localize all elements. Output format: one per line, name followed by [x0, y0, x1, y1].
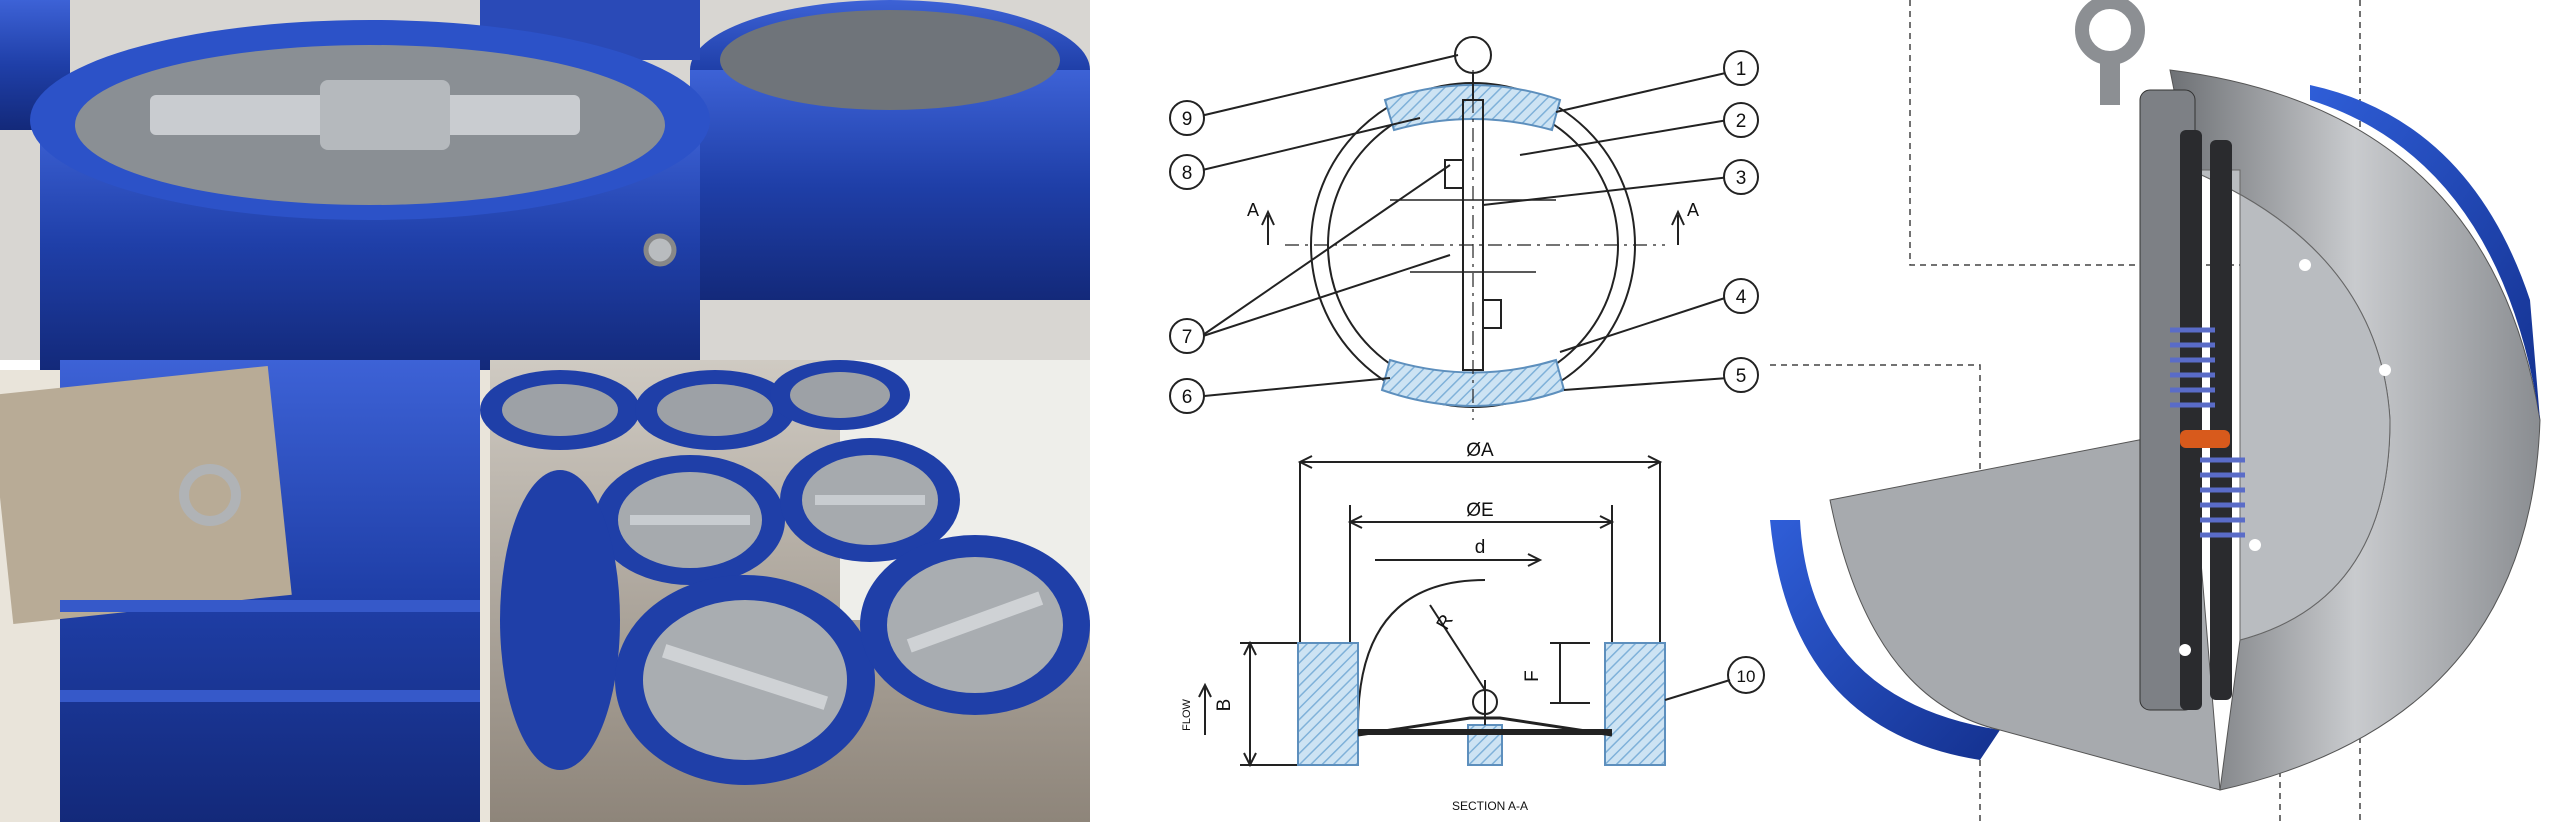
valve-ring-highlight [60, 690, 480, 702]
lifting-eye-icon [643, 233, 677, 267]
valve-photo-collage [0, 0, 1090, 822]
eye-bolt-shank [2100, 55, 2120, 105]
left-body-section [1297, 642, 1359, 766]
dimension-d: d [1475, 537, 1486, 558]
callout-5 [1723, 357, 1759, 393]
valve-disc-lower [1829, 429, 2221, 791]
radius-arc [1357, 579, 1486, 726]
spring-icon [2170, 327, 2245, 538]
valve-plate-hinge [320, 80, 450, 150]
valve-ring-highlight [60, 600, 480, 612]
section-mark-right: A [1687, 200, 1699, 220]
callout-7-label: 7 [1182, 327, 1193, 348]
callout-4 [1723, 278, 1759, 314]
stop-pin [2210, 140, 2232, 700]
right-body-section [1604, 642, 1666, 766]
dimension-b: B [1214, 699, 1235, 712]
cardboard-sheet [0, 365, 292, 624]
callout-2-label: 2 [1736, 111, 1747, 132]
callout-7 [1169, 318, 1205, 354]
orange-bushing [2180, 430, 2230, 448]
section-mark-left: A [1247, 200, 1259, 220]
technical-drawing-svg: 1 2 3 4 5 6 7 8 9 10 A A [1169, 36, 1765, 813]
lifting-eye-icon [179, 464, 241, 526]
blue-body-lower [1770, 520, 2000, 760]
callout-3-label: 3 [1736, 168, 1747, 189]
callout-8 [1169, 154, 1205, 190]
flow-label: FLOW [1181, 698, 1193, 730]
spring-block [1482, 299, 1502, 329]
dimension-dia-a: ØA [1466, 440, 1494, 461]
callout-10 [1727, 656, 1765, 694]
callout-6-label: 6 [1182, 387, 1193, 408]
valve-group [480, 360, 1090, 785]
bolt-hole [2249, 539, 2261, 551]
callout-2 [1723, 102, 1759, 138]
valve-bore [720, 10, 1060, 110]
technical-drawing: 1 2 3 4 5 6 7 8 9 10 A A [1090, 0, 1770, 822]
callout-3 [1723, 159, 1759, 195]
callout-5-label: 5 [1736, 366, 1747, 387]
callout-10-label: 10 [1737, 667, 1756, 686]
bolt-hole [2299, 259, 2311, 271]
eye-bolt-icon [2075, 0, 2145, 65]
spring-block [1444, 159, 1464, 189]
blue-body-upper [2310, 85, 2540, 420]
callout-1 [1723, 50, 1759, 86]
valve-cutaway-render [1770, 0, 2560, 822]
dimension-f: F [1522, 670, 1543, 682]
photo-collage-svg [0, 0, 1090, 822]
callout-9-label: 9 [1182, 109, 1193, 130]
callout-6 [1169, 378, 1205, 414]
stop-pin [2180, 130, 2202, 710]
callout-9 [1169, 100, 1205, 136]
eye-bolt-icon [1454, 36, 1492, 74]
callout-1-label: 1 [1736, 59, 1747, 80]
callout-8-label: 8 [1182, 163, 1193, 184]
bolt-hole [2179, 644, 2191, 656]
cutaway-render-svg [1770, 0, 2541, 822]
bolt-hole [2379, 364, 2391, 376]
dimension-dia-e: ØE [1466, 500, 1493, 521]
callout-4-label: 4 [1736, 287, 1747, 308]
section-title: SECTION A-A [1452, 799, 1528, 813]
